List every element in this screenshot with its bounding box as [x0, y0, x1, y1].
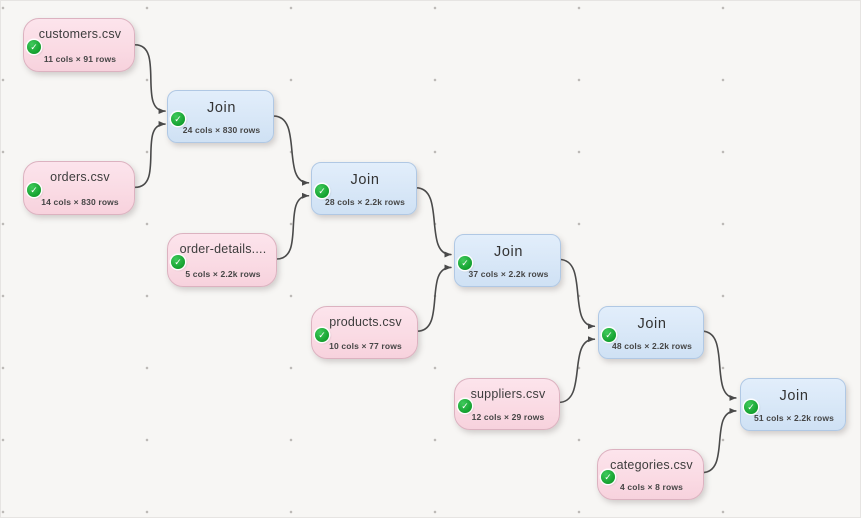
node-stats: 11 cols × 91 rows [43, 54, 117, 64]
node-title: Join [494, 244, 523, 260]
success-check-icon: ✓ [458, 255, 472, 270]
edge-order_details-to-join2 [275, 192, 310, 260]
node-title: categories.csv [610, 458, 693, 472]
success-check-icon: ✓ [744, 399, 758, 414]
node-title: Join [350, 172, 380, 188]
edge-orders-to-join1 [134, 121, 166, 189]
edge-join3-to-join4 [558, 258, 596, 330]
edge-products-to-join3 [416, 264, 452, 333]
node-title: products.csv [329, 315, 402, 329]
node-title: Join [207, 100, 236, 116]
node-stats: 4 cols × 8 rows [620, 482, 683, 492]
node-stats: 10 cols × 77 rows [329, 341, 402, 351]
success-check-icon: ✓ [602, 327, 616, 342]
node-title: suppliers.csv [470, 387, 546, 401]
node-stats: 14 cols × 830 rows [41, 197, 119, 207]
node-join-5[interactable]: ✓ Join 51 cols × 2.2k rows [740, 378, 846, 431]
node-orders-csv[interactable]: ✓ orders.csv 14 cols × 830 rows [23, 161, 135, 215]
node-customers-csv[interactable]: ✓ customers.csv 11 cols × 91 rows [23, 18, 135, 72]
success-check-icon: ✓ [315, 183, 329, 198]
edge-join1-to-join2 [272, 115, 310, 186]
node-stats: 48 cols × 2.2k rows [611, 341, 693, 351]
edge-suppliers-to-join4 [557, 336, 596, 404]
edge-categories-to-join5 [701, 407, 737, 474]
node-categories-csv[interactable]: ✓ categories.csv 4 cols × 8 rows [597, 449, 704, 500]
success-check-icon: ✓ [171, 255, 185, 269]
node-title: orders.csv [50, 170, 110, 184]
success-check-icon: ✓ [27, 183, 41, 197]
node-join-4[interactable]: ✓ Join 48 cols × 2.2k rows [598, 306, 704, 359]
node-suppliers-csv[interactable]: ✓ suppliers.csv 12 cols × 29 rows [454, 378, 560, 430]
node-products-csv[interactable]: ✓ products.csv 10 cols × 77 rows [311, 306, 418, 359]
success-check-icon: ✓ [601, 469, 615, 484]
edge-join2-to-join3 [415, 186, 452, 258]
node-stats: 37 cols × 2.2k rows [468, 269, 549, 279]
success-check-icon: ✓ [315, 327, 329, 342]
node-stats: 24 cols × 830 rows [182, 125, 261, 135]
node-title: customers.csv [38, 27, 122, 41]
node-stats: 12 cols × 29 rows [471, 412, 545, 422]
node-join-2[interactable]: ✓ Join 28 cols × 2.2k rows [311, 162, 417, 215]
success-check-icon: ✓ [27, 40, 41, 54]
node-stats: 28 cols × 2.2k rows [324, 197, 406, 207]
node-join-1[interactable]: ✓ Join 24 cols × 830 rows [167, 90, 274, 143]
node-join-3[interactable]: ✓ Join 37 cols × 2.2k rows [454, 234, 561, 287]
success-check-icon: ✓ [458, 399, 472, 413]
edge-customers-to-join1 [134, 44, 166, 115]
node-order-details-csv[interactable]: ✓ order-details.... 5 cols × 2.2k rows [167, 233, 277, 287]
node-stats: 5 cols × 2.2k rows [185, 269, 261, 279]
success-check-icon: ✓ [171, 111, 185, 126]
edge-join4-to-join5 [701, 330, 737, 401]
node-title: order-details.... [179, 242, 267, 256]
node-title: Join [779, 388, 809, 404]
node-title: Join [637, 316, 667, 332]
node-stats: 51 cols × 2.2k rows [753, 413, 835, 423]
